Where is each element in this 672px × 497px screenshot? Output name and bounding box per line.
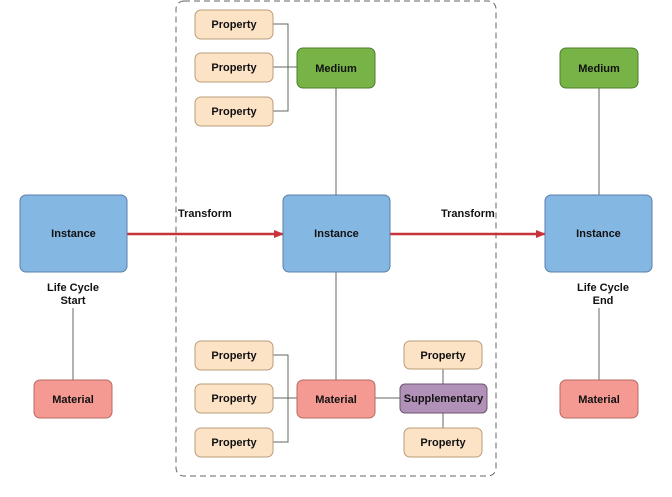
property-bottom-1-label: Property <box>211 350 257 362</box>
life-cycle-end-line1: Life Cycle <box>577 282 629 294</box>
material-end-node: Material <box>559 379 639 419</box>
property-node-top-1: Property <box>194 9 274 40</box>
life-cycle-end-line2: End <box>593 295 614 307</box>
material-start-node: Material <box>33 379 113 419</box>
medium-end-node: Medium <box>559 47 639 89</box>
instance-end-node: Instance <box>544 194 653 273</box>
life-cycle-start-line1: Life Cycle <box>47 282 99 294</box>
transform-label-2: Transform <box>441 208 495 220</box>
material-middle-label: Material <box>315 394 357 406</box>
transform-group-border <box>175 0 497 477</box>
instance-middle-label: Instance <box>314 228 359 240</box>
connector-bottom-properties <box>273 354 297 443</box>
property-node-bottom-2: Property <box>194 383 274 414</box>
property-supp-top-label: Property <box>420 350 466 362</box>
material-middle-node: Material <box>296 379 376 419</box>
supplementary-label: Supplementary <box>404 393 484 405</box>
connector-top-properties <box>273 23 297 112</box>
medium-middle-label: Medium <box>315 63 357 75</box>
instance-start-label: Instance <box>51 228 96 240</box>
property-node-supp-bottom: Property <box>403 427 483 458</box>
medium-middle-node: Medium <box>296 47 376 89</box>
property-node-bottom-1: Property <box>194 340 274 371</box>
property-supp-bottom-label: Property <box>420 437 466 449</box>
property-bottom-2-label: Property <box>211 393 257 405</box>
instance-start-node: Instance <box>19 194 128 273</box>
property-node-top-3: Property <box>194 96 274 127</box>
property-node-supp-top: Property <box>403 340 483 370</box>
property-top-1-label: Property <box>211 19 257 31</box>
instance-end-label: Instance <box>576 228 621 240</box>
material-end-label: Material <box>578 394 620 406</box>
property-top-2-label: Property <box>211 62 257 74</box>
supplementary-node: Supplementary <box>399 383 488 414</box>
property-top-3-label: Property <box>211 106 257 118</box>
property-bottom-3-label: Property <box>211 437 257 449</box>
property-node-top-2: Property <box>194 52 274 83</box>
instance-middle-node: Instance <box>282 194 391 273</box>
connectors <box>72 23 600 443</box>
material-start-label: Material <box>52 394 94 406</box>
transform-label-1: Transform <box>178 208 232 220</box>
life-cycle-start-line2: Start <box>60 295 85 307</box>
property-node-bottom-3: Property <box>194 427 274 458</box>
medium-end-label: Medium <box>578 63 620 75</box>
